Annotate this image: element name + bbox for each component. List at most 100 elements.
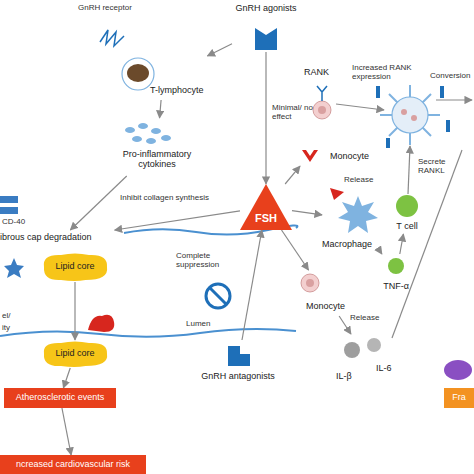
drug-node: GnRH agonists <box>232 2 300 52</box>
drug-node: GnRH antagonists <box>200 340 276 384</box>
annotation-label: Conversion <box>430 72 474 81</box>
outcome-box: Atherosclerotic events <box>4 388 116 408</box>
connector-arrow <box>242 230 262 340</box>
annotation-label: GnRH receptor <box>78 4 148 13</box>
hormone-triangle: FSH <box>240 184 292 230</box>
connector-arrow <box>62 408 71 455</box>
arrow-line <box>408 146 410 194</box>
node-text: Monocyte <box>330 152 378 162</box>
cell-outline <box>122 58 154 90</box>
osteoclast-cell <box>376 85 450 148</box>
annotation-label: ity <box>2 324 22 333</box>
cd40-symbol <box>0 196 18 203</box>
node-text: GnRH antagonists <box>200 372 276 382</box>
node-text: ncreased cardiovascular risk <box>0 460 146 470</box>
arrow-line <box>436 99 472 100</box>
cytokine-dot <box>388 258 404 274</box>
cell-spikes <box>380 85 440 145</box>
cell-node: RANKMonocyte <box>300 68 380 168</box>
cell-node: Macrophage <box>322 188 396 252</box>
node-text: Pro-inflammatory cytokines <box>112 150 202 170</box>
vessel-band: ibrous cap degradation <box>0 230 124 246</box>
node-text: Monocyte <box>306 302 356 312</box>
cd40-symbol <box>0 207 18 214</box>
annotation-label: Increased RANK expression <box>352 64 418 82</box>
cell-nucleus <box>318 106 326 114</box>
cytokine-node: TNF-α <box>376 254 416 296</box>
cytokine-node: IL-β IL-6 <box>332 334 404 386</box>
outcome-box: Fra <box>444 388 474 408</box>
edge-label: Release <box>350 314 390 323</box>
cytokine-dot <box>367 338 381 352</box>
cytokine-dot <box>132 136 142 142</box>
connector-arrow <box>381 252 382 254</box>
connector-arrow <box>115 211 240 230</box>
connector-arrow <box>285 166 300 184</box>
cell-outline <box>392 97 428 133</box>
cytokine-dot <box>151 128 161 134</box>
connector-arrow <box>282 230 309 270</box>
connector-arrow <box>292 211 322 215</box>
connector-arrow <box>70 176 126 230</box>
node-text: IL-β <box>336 372 366 382</box>
lipid-core: Lipid core <box>40 252 110 282</box>
release-symbol <box>330 188 344 200</box>
macrophage-cell <box>338 196 378 233</box>
node-text: FSH <box>240 212 292 224</box>
cell-node: T cell <box>388 194 426 234</box>
node-text: GnRH agonists <box>232 4 300 14</box>
node-text: Lipid core <box>40 349 110 359</box>
suppression-symbol <box>206 284 230 308</box>
cell-nucleus <box>127 64 149 82</box>
cell-node: Monocyte <box>292 270 356 316</box>
connector-arrow <box>63 368 70 388</box>
lipid-core: Lipid core <box>40 340 110 368</box>
node-text: TNF-α <box>376 282 416 292</box>
arrow-line <box>336 104 384 110</box>
node-text: Atherosclerotic events <box>4 393 116 403</box>
cytokine-dot <box>344 342 360 358</box>
rankl-symbol <box>386 138 390 148</box>
edge-label: Minimal/ no effect <box>272 104 318 122</box>
annotation-label: Release <box>344 176 384 185</box>
cell-symbol <box>444 360 472 380</box>
vessel-wall <box>0 329 296 337</box>
node-text: T cell <box>388 222 426 232</box>
annotation-label: CD-40 <box>2 218 42 227</box>
monocyte-cell <box>301 274 319 292</box>
cell-nucleus <box>306 279 314 287</box>
connector-arrow <box>400 234 404 254</box>
cell-nucleus <box>401 109 407 115</box>
rankl-symbol <box>440 86 444 98</box>
node-text: Lipid core <box>40 262 110 272</box>
annotation-label: Lumen <box>186 320 226 329</box>
node-text: ibrous cap degradation <box>0 233 124 243</box>
outcome-box: ncreased cardiovascular risk <box>0 455 146 474</box>
cytokine-dot <box>161 135 171 141</box>
triangle-shape <box>240 184 292 230</box>
rankl-symbol <box>446 120 450 132</box>
annotation-label: el/ <box>2 312 22 321</box>
cytokine-node: Pro-inflammatory cytokines <box>112 118 202 176</box>
connector-arrow <box>160 100 162 118</box>
monocyte-cell <box>313 101 331 119</box>
node-text: IL-6 <box>376 364 404 374</box>
pathway-line <box>392 150 462 338</box>
cytokine-dot <box>146 138 156 144</box>
node-text: T-lymphocyte <box>150 86 210 96</box>
ligand-symbol <box>302 150 318 162</box>
suppression-symbol <box>210 288 226 304</box>
cell-nucleus <box>411 115 417 121</box>
node-text: Macrophage <box>322 240 392 250</box>
agonist-icon <box>255 28 277 50</box>
thrombus-symbol <box>88 315 114 332</box>
annotation-label: Secrete RANKL <box>418 158 464 176</box>
antagonist-icon <box>228 346 250 366</box>
edge-label: Complete suppression <box>176 252 236 270</box>
connector-arrow <box>207 44 232 56</box>
cytokine-dot <box>138 123 148 129</box>
cell-node: T-lymphocyte <box>116 56 210 100</box>
cytokine-dot <box>125 127 135 133</box>
tcell-cell <box>396 195 418 217</box>
